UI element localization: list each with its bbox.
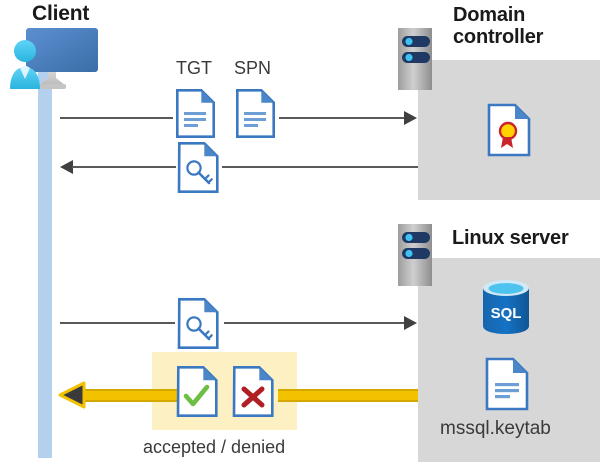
domain-controller-title-line2: controller (453, 26, 544, 49)
domain-controller-title: Domain controller (453, 4, 543, 49)
connector-ticket-to-linux (224, 322, 404, 324)
tgt-document-icon (176, 89, 215, 138)
arrowhead-to-linux (404, 316, 417, 330)
linux-server-rack-icon (398, 224, 442, 286)
svg-text:SQL: SQL (491, 305, 522, 322)
connector-linux-to-result (278, 389, 418, 402)
tgt-label: TGT (176, 58, 212, 78)
connector-result-left (80, 389, 178, 402)
client-lifeline (38, 72, 52, 458)
sql-database-icon: SQL (480, 278, 532, 336)
spn-label: SPN (234, 58, 272, 78)
client-user-monitor-icon (6, 26, 102, 94)
client-service-ticket-key-document-icon (177, 298, 219, 349)
spn-document-icon (236, 89, 275, 138)
connector-client-to-linux-left (60, 322, 175, 324)
arrowhead-to-client-ticket (60, 160, 73, 174)
connector-spn-to-dc (279, 117, 404, 119)
domain-controller-server-rack-icon (398, 28, 442, 90)
connector-ticket-to-client (72, 166, 176, 168)
denied-document-icon (232, 366, 274, 417)
accepted-document-icon (176, 366, 218, 417)
linux-server-title: Linux server (452, 227, 569, 249)
keytab-filename-label: mssql.keytab (440, 418, 551, 439)
service-ticket-key-document-icon (177, 142, 219, 193)
result-label: accepted / denied (143, 437, 286, 457)
certificate-document-icon (487, 103, 531, 157)
domain-controller-title-line1: Domain (453, 4, 526, 26)
connector-dc-to-ticket (222, 166, 418, 168)
arrowhead-to-dc (404, 111, 417, 125)
arrowhead-result-to-client (58, 380, 88, 410)
client-title: Client (32, 2, 90, 25)
keytab-document-icon (485, 357, 529, 411)
connector-client-to-dc-left (60, 117, 173, 119)
